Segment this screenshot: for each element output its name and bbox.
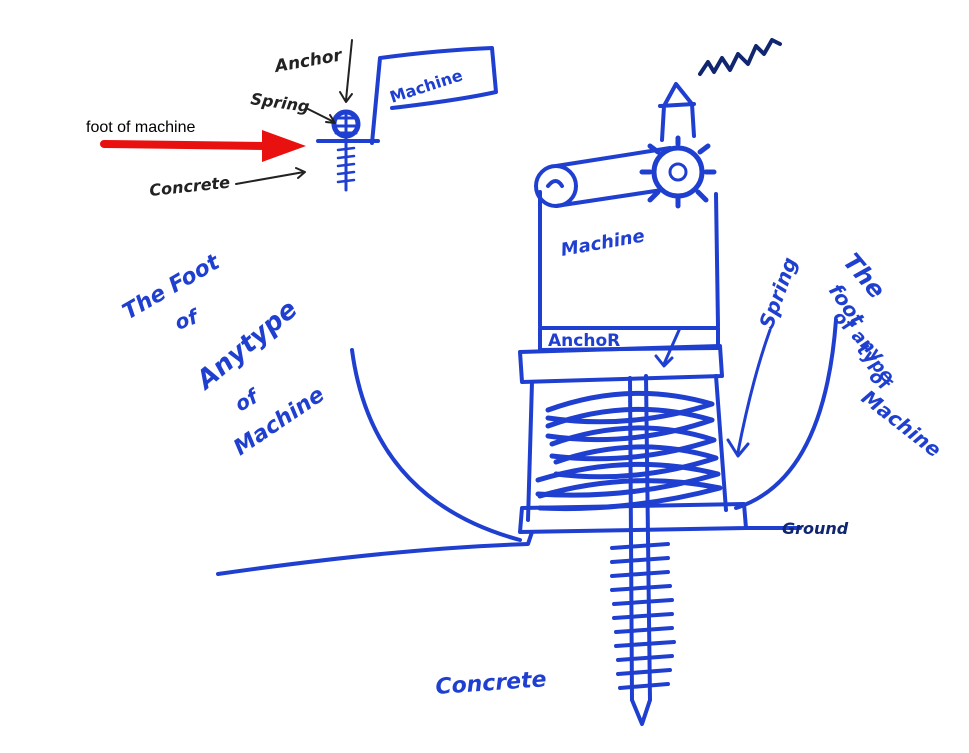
concrete-label: Concrete xyxy=(435,667,548,700)
chimney xyxy=(658,82,696,142)
left-note-line-3: Anytype xyxy=(190,294,304,396)
right-note: The foot of any type of Machine xyxy=(824,248,946,462)
coil-spring xyxy=(535,390,723,512)
spring-pointer xyxy=(726,328,772,458)
left-note-line-4: of xyxy=(231,383,264,416)
ground-line xyxy=(216,526,802,576)
exhaust-smoke xyxy=(698,38,782,76)
inset-spring-pointer xyxy=(305,107,336,124)
machine-label: Machine xyxy=(559,226,646,261)
spring-housing xyxy=(526,374,728,522)
red-arrow-head xyxy=(262,130,306,162)
right-bracket-curve xyxy=(734,318,838,510)
footing-plate xyxy=(518,502,748,534)
rod-threads xyxy=(610,542,676,690)
main-machine: Machine AnchoR xyxy=(518,38,782,726)
red-callout-arrow xyxy=(100,130,306,162)
red-arrow-shaft xyxy=(100,140,272,150)
inset-machine-box xyxy=(370,46,498,145)
drive-belt xyxy=(554,146,672,208)
inset-bolt-threads xyxy=(336,146,356,184)
inset-concrete-label: Concrete xyxy=(148,173,231,200)
gear-hub xyxy=(668,162,688,182)
spring-label: Spring xyxy=(754,254,802,332)
foot-of-machine-callout: foot of machine xyxy=(86,119,196,136)
right-note-line-6: Machine xyxy=(857,385,946,462)
left-note-line-2: of xyxy=(172,304,203,335)
left-bracket-curve xyxy=(350,348,522,542)
pulley-hub xyxy=(546,179,564,188)
left-note: The Foot of Anytype of Machine xyxy=(119,249,330,461)
ground-label: Ground xyxy=(782,519,849,538)
anchor-plate xyxy=(518,344,724,384)
inset-anchor-label: Anchor xyxy=(271,45,345,77)
anchor-label: AnchoR xyxy=(548,331,620,351)
inset-diagram: Machine Anchor Spring Concrete xyxy=(148,39,498,200)
gear-teeth xyxy=(639,135,717,209)
inset-anchor-pointer xyxy=(339,39,353,103)
inset-concrete-pointer xyxy=(235,167,306,185)
machine-body xyxy=(538,190,720,328)
inset-spring-label: Spring xyxy=(249,89,310,116)
